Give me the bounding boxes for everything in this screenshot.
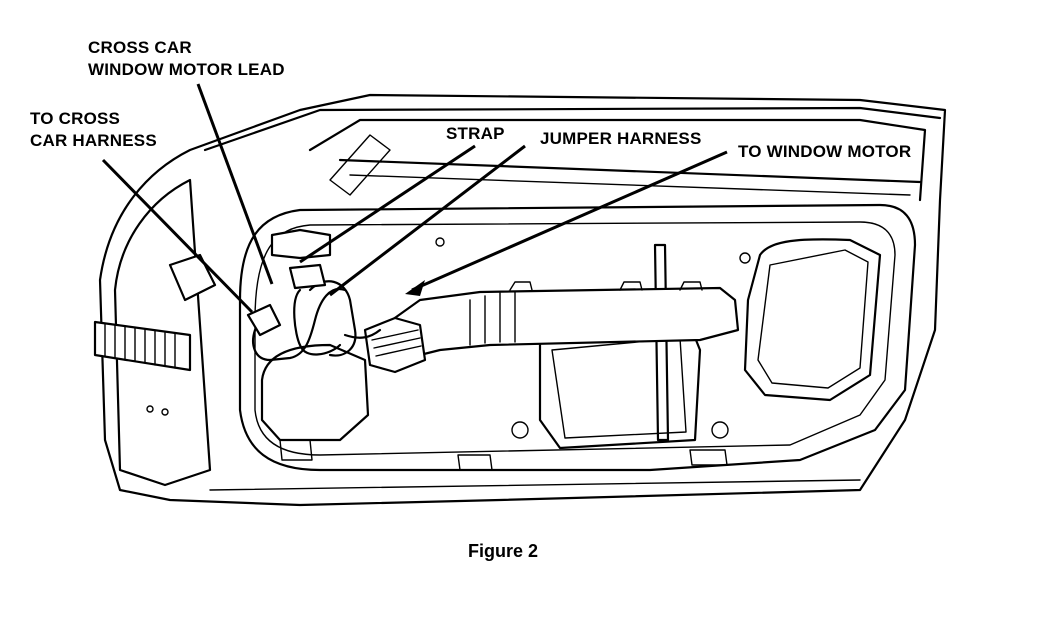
panel-hole-2 — [711, 421, 729, 439]
panel-hole-3 — [739, 252, 751, 264]
lower-drain-tab-3 — [689, 449, 728, 466]
hinge-bolt-2 — [161, 408, 169, 416]
belt-line — [338, 158, 922, 184]
arrow-head-window-motor — [405, 280, 425, 296]
belt-line-inner — [349, 174, 911, 196]
connector-block — [363, 316, 427, 374]
harness-loop — [252, 287, 347, 362]
label-to-cross-car-line1: TO CROSS — [30, 109, 121, 128]
lower-drain-tab-2 — [457, 454, 493, 471]
harness-loop-2 — [293, 288, 342, 356]
leader-cross-car-lead — [196, 83, 274, 285]
window-frame-inner — [308, 118, 927, 202]
conduit-ribs — [104, 323, 176, 369]
motor-ribs — [469, 291, 516, 346]
access-hole-right — [743, 238, 882, 402]
label-strap: STRAP — [446, 124, 505, 143]
door-outer-shell — [98, 93, 947, 507]
panel-hole — [511, 421, 529, 439]
leader-strap — [299, 144, 476, 264]
door-bottom-seam — [209, 479, 861, 491]
window-channel — [329, 134, 391, 196]
label-jumper-harness: JUMPER HARNESS — [540, 129, 702, 148]
hinge-pillar — [113, 178, 212, 487]
cross-car-connector — [246, 303, 282, 337]
upper-bracket — [270, 228, 332, 260]
label-cross-car-lead-line2: WINDOW MOTOR LEAD — [88, 60, 285, 79]
window-frame-top — [203, 106, 942, 152]
regulator-rail — [653, 243, 670, 442]
access-hole-right-inner — [757, 249, 869, 389]
leader-to-cross-car — [101, 158, 254, 314]
motor-tabs — [509, 281, 703, 291]
lower-drain-tab — [279, 439, 313, 461]
label-to-window-motor: TO WINDOW MOTOR — [738, 142, 912, 161]
label-cross-car-lead-line1: CROSS CAR — [88, 38, 192, 57]
connector-ribs — [371, 329, 422, 357]
panel-hole-4 — [435, 237, 445, 247]
hinge-block — [168, 253, 217, 302]
label-to-cross-car-line2: CAR HARNESS — [30, 131, 157, 150]
hinge-bolt — [146, 405, 154, 413]
inner-panel-recess — [254, 221, 896, 456]
leader-jumper-harness — [329, 144, 526, 297]
harness-to-motor — [343, 328, 382, 339]
inner-panel — [238, 203, 917, 472]
access-hole-left — [260, 343, 370, 442]
figure-caption: Figure 2 — [468, 541, 539, 561]
corrugated-conduit — [93, 320, 192, 372]
strap-clip — [288, 263, 327, 290]
leader-to-window-motor — [411, 150, 728, 292]
